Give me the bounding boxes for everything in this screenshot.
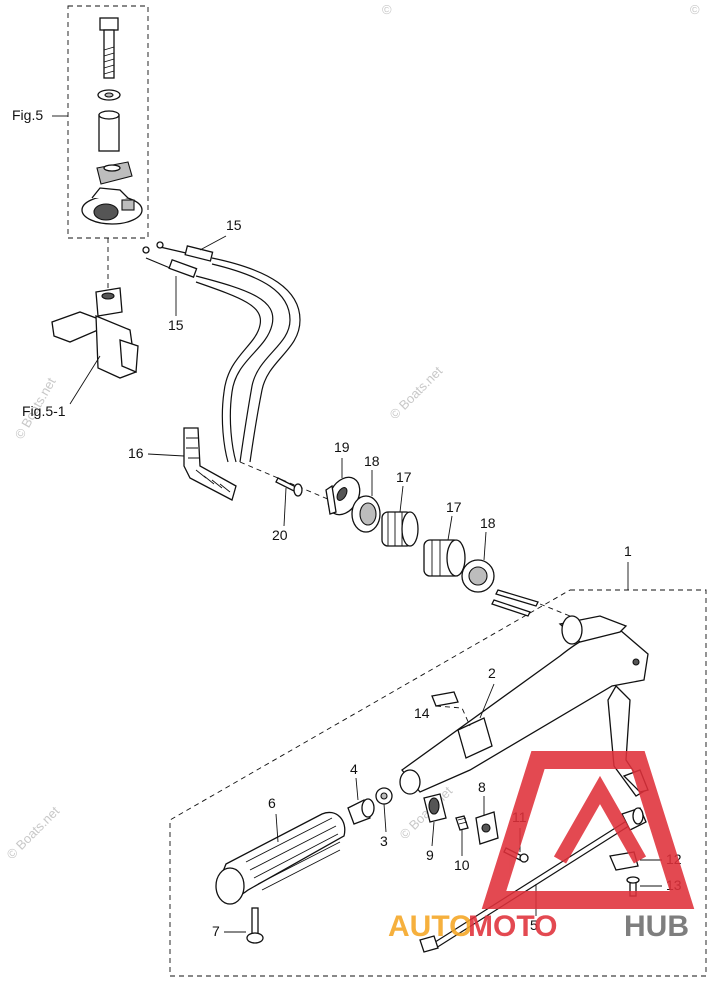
fig5-pivot-assembly: Fig.5	[12, 5, 149, 239]
callout-18a: 18	[364, 453, 380, 469]
logo-triangle	[481, 751, 695, 909]
callout-5: 5	[530, 917, 538, 933]
callout-14: 14	[414, 705, 430, 721]
callout-4: 4	[350, 761, 358, 777]
logo-text-hub: HUB	[624, 910, 689, 943]
automotohub-logo: AUTO MOTO HUB	[388, 751, 695, 943]
bolt-head	[99, 17, 119, 31]
logo-text-auto: AUTO	[388, 910, 472, 943]
part-6-grip: 6	[215, 795, 346, 905]
callout-16: 16	[128, 445, 144, 461]
callout-17b: 17	[446, 499, 462, 515]
callout-19: 19	[334, 439, 350, 455]
callout-15b: 15	[168, 317, 184, 333]
callout-6: 6	[268, 795, 276, 811]
cable-grommet-stack: 20 19 18 17 17 18	[272, 439, 571, 617]
part-1-tiller-assembly: 1	[169, 543, 707, 977]
callout-18b: 18	[480, 515, 496, 531]
callout-10: 10	[454, 857, 470, 873]
callout-9: 9	[426, 847, 434, 863]
parts-8-11: 9 10 8 11	[423, 779, 529, 873]
bracket-boss	[95, 287, 123, 317]
callout-2: 2	[488, 665, 496, 681]
fig5-label: Fig.5	[12, 107, 43, 123]
parts-3-4: 4 3	[347, 761, 393, 849]
callout-17a: 17	[396, 469, 412, 485]
part-16-hose: 16	[128, 427, 237, 501]
watermark-mid: © Boats.net	[387, 363, 446, 422]
callout-1: 1	[624, 543, 632, 559]
fig5-1-label: Fig.5-1	[22, 403, 66, 419]
watermark-top-right: ©	[382, 2, 392, 17]
fig5-1-bracket: Fig.5-1	[22, 287, 139, 419]
callout-20: 20	[272, 527, 288, 543]
part-14-decal: 14	[414, 691, 471, 727]
callout-7: 7	[212, 923, 220, 939]
sleeve	[98, 114, 120, 152]
bolt-shank	[103, 29, 115, 79]
watermark-top-right-2: ©	[690, 2, 700, 17]
part-7-screw: 7	[212, 907, 264, 944]
bracket-arm	[51, 311, 99, 343]
watermark-bottom-left: © Boats.net	[4, 803, 63, 862]
throttle-cables: 15 15	[142, 217, 331, 501]
callout-15a: 15	[226, 217, 242, 233]
callout-8: 8	[478, 779, 486, 795]
logo-text-moto: MOTO	[468, 910, 557, 943]
callout-3: 3	[380, 833, 388, 849]
